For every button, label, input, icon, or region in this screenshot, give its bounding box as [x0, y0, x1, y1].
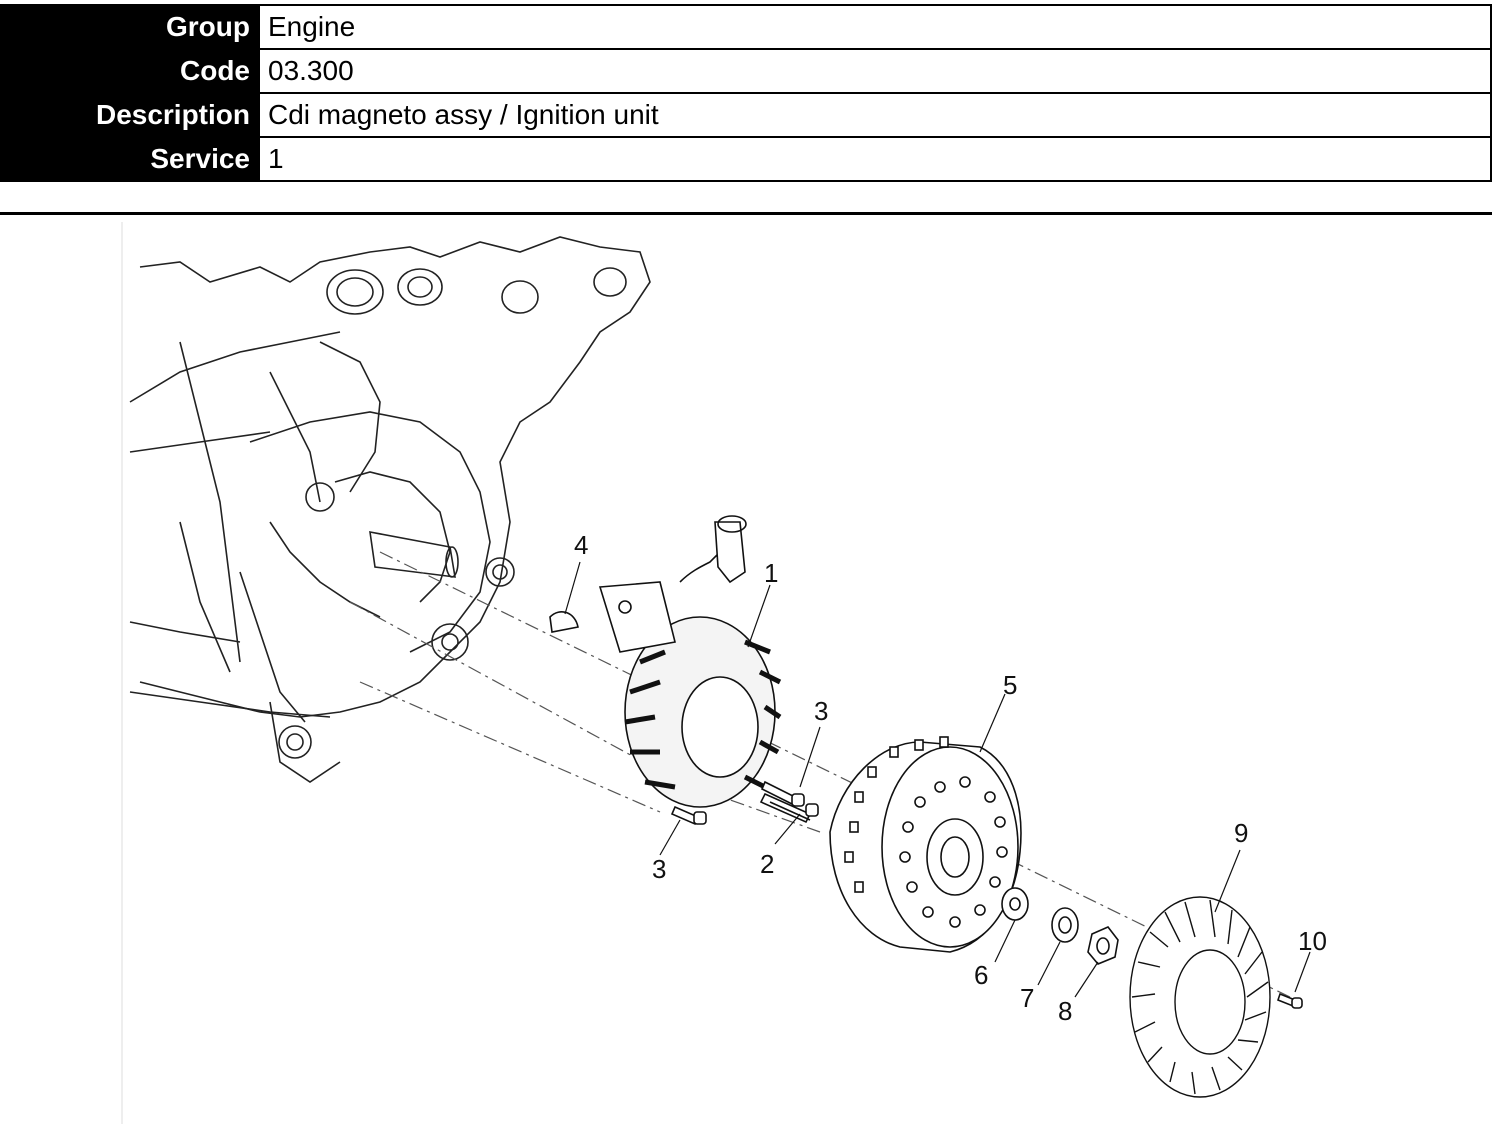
callout-3-upper: 3 — [814, 696, 828, 726]
cooling-fan-part — [1129, 896, 1271, 1098]
callout-1: 1 — [764, 558, 778, 588]
section-divider — [0, 212, 1492, 215]
engine-case-illustration — [129, 236, 651, 783]
woodruff-key-part — [549, 611, 579, 633]
service-value: 1 — [257, 136, 1492, 182]
assembly-axis-lines — [349, 551, 1301, 1003]
callout-4: 4 — [574, 530, 588, 560]
callout-leader-lines — [564, 561, 1311, 998]
callout-labels: 1 2 3 3 4 5 6 7 8 9 10 — [574, 530, 1327, 1026]
callout-8: 8 — [1058, 996, 1072, 1026]
callout-5: 5 — [1003, 670, 1017, 700]
info-row-group: Group Engine — [0, 4, 1492, 50]
group-value: Engine — [257, 4, 1492, 50]
callout-6: 6 — [974, 960, 988, 990]
code-value: 03.300 — [257, 48, 1492, 94]
callout-9: 9 — [1234, 818, 1248, 848]
info-row-service: Service 1 — [0, 136, 1492, 182]
exploded-diagram: 1 2 3 3 4 5 6 7 8 9 10 — [120, 222, 1492, 1124]
washers-nut-parts — [1001, 887, 1119, 965]
flywheel-rotor-part — [829, 736, 1022, 953]
stator-part — [598, 515, 782, 808]
description-value: Cdi magneto assy / Ignition unit — [257, 92, 1492, 138]
parts-info-table: Group Engine Code 03.300 Description Cdi… — [0, 4, 1492, 182]
service-label: Service — [0, 136, 260, 182]
exploded-diagram-drawing — [121, 222, 1311, 1124]
callout-2: 2 — [760, 849, 774, 879]
code-label: Code — [0, 48, 260, 94]
group-label: Group — [0, 4, 260, 50]
description-label: Description — [0, 92, 260, 138]
info-row-code: Code 03.300 — [0, 48, 1492, 94]
callout-3-lower: 3 — [652, 854, 666, 884]
info-row-description: Description Cdi magneto assy / Ignition … — [0, 92, 1492, 138]
callout-10: 10 — [1298, 926, 1327, 956]
fan-screw-part — [1277, 992, 1303, 1009]
screws-parts — [670, 780, 819, 826]
callout-7: 7 — [1020, 983, 1034, 1013]
